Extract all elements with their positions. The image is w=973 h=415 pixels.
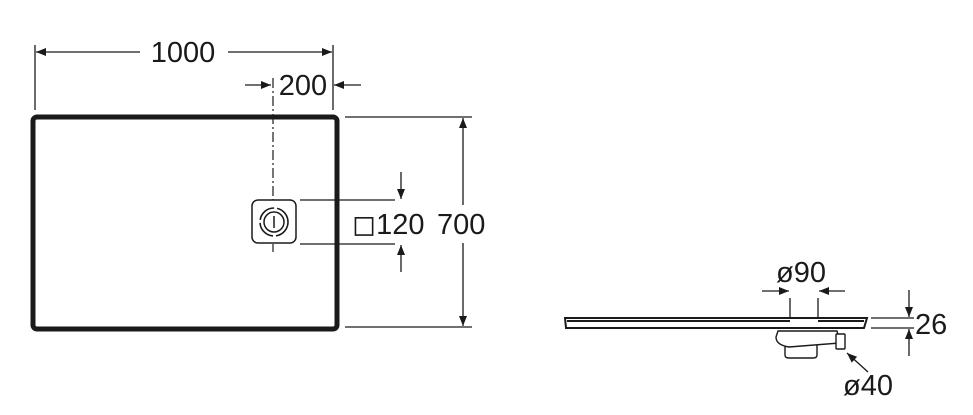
- drain-size-label: ◻120: [352, 209, 424, 241]
- depth-label: 700: [437, 209, 485, 241]
- tray-outline: [30, 114, 340, 332]
- drain-icon: [251, 199, 297, 252]
- drain-trap: [775, 330, 846, 359]
- outlet-diameter-label: ø40: [843, 370, 893, 402]
- side-view: ø90 26 ø40: [563, 257, 947, 402]
- drain-diameter-label: ø90: [776, 257, 826, 289]
- plan-view: 1000 200 ◻120 700: [30, 37, 485, 332]
- tray-profile: [563, 317, 869, 329]
- width-label: 1000: [151, 37, 216, 69]
- height-label: 26: [915, 309, 947, 341]
- drain-offset-label: 200: [279, 70, 327, 102]
